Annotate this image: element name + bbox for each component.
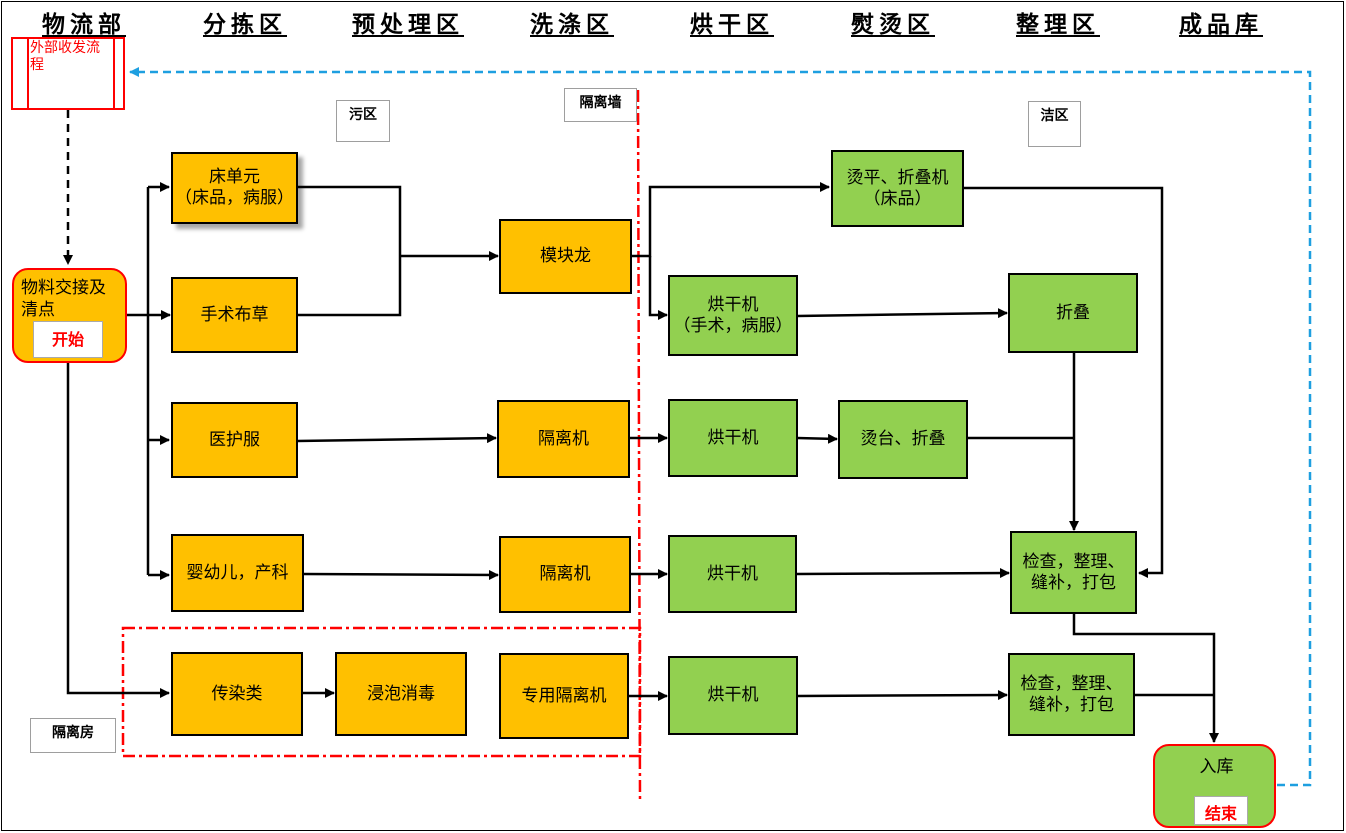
end-text: 入库: [1199, 757, 1234, 777]
flatwork-fold-machine-box[interactable]: 烫平、折叠机 （床品）: [831, 150, 964, 227]
ironing-table-fold-box[interactable]: 烫台、折叠: [838, 400, 968, 479]
header-pretreatment: 预处理区: [352, 11, 464, 38]
dryer-2-box[interactable]: 烘干机: [668, 535, 797, 613]
header-warehouse: 成品库: [1179, 11, 1263, 38]
external-flow-text: 外部收发流程: [30, 40, 100, 73]
end-tag: 结束: [1194, 796, 1248, 825]
return-flow-arrow: [129, 67, 1312, 787]
start-text: 物料交接及清点: [21, 278, 106, 320]
inspect-pack-2-box[interactable]: 检查，整理、 缝补，打包: [1008, 653, 1135, 736]
header-ironing: 熨烫区: [851, 11, 935, 38]
tunnel-washer-box[interactable]: 模块龙: [499, 219, 632, 294]
dryer-3-box[interactable]: 烘干机: [668, 656, 798, 735]
medical-garment-box[interactable]: 医护服: [171, 402, 298, 478]
bed-unit-box[interactable]: 床单元 （床品，病服）: [171, 152, 298, 224]
start-tag: 开始: [33, 321, 103, 358]
header-logistics: 物流部: [42, 11, 126, 38]
folding-box[interactable]: 折叠: [1008, 273, 1138, 353]
dedicated-barrier-washer-box[interactable]: 专用隔离机: [499, 653, 629, 739]
barrier-washer-2-box[interactable]: 隔离机: [499, 536, 631, 613]
dryer-surgical-box[interactable]: 烘干机 （手术，病服）: [668, 275, 798, 356]
isolation-wall-label: 隔离墙: [564, 88, 637, 122]
infectious-box[interactable]: 传染类: [171, 652, 303, 736]
header-sorting: 分拣区: [203, 11, 287, 38]
header-washing: 洗涤区: [530, 11, 614, 38]
start-node[interactable]: 物料交接及清点 开始: [12, 268, 127, 363]
dirty-zone-label: 污区: [336, 100, 390, 142]
header-finishing: 整理区: [1016, 11, 1100, 38]
infant-obstetric-box[interactable]: 婴幼儿，产科: [171, 534, 304, 612]
barrier-washer-1-box[interactable]: 隔离机: [497, 400, 630, 478]
inspect-pack-1-box[interactable]: 检查，整理、 缝补，打包: [1010, 531, 1137, 614]
surgical-drape-box[interactable]: 手术布草: [171, 277, 298, 353]
dryer-1-box[interactable]: 烘干机: [668, 399, 798, 477]
end-node[interactable]: 入库 结束: [1153, 744, 1276, 828]
soak-disinfect-box[interactable]: 浸泡消毒: [335, 652, 467, 736]
header-drying: 烘干区: [690, 11, 774, 38]
isolation-room-label: 隔离房: [30, 718, 116, 753]
clean-zone-label: 洁区: [1028, 101, 1081, 147]
external-flow-box[interactable]: 外部收发流程: [11, 37, 125, 110]
